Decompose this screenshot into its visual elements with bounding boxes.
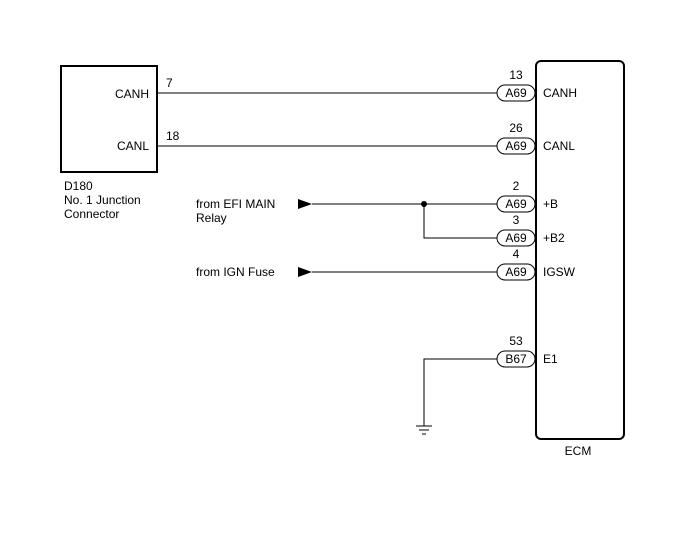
ecm-label: ECM <box>565 444 592 458</box>
terminal-signal: +B <box>543 197 558 211</box>
ecm-terminal-canh: 13 A69 CANH <box>496 68 577 102</box>
ground-icon <box>416 425 432 435</box>
terminal-connector-code: A69 <box>505 197 527 211</box>
terminal-signal: CANL <box>543 139 575 153</box>
terminal-connector-pill <box>496 350 536 368</box>
terminal-pin-number: 13 <box>509 68 523 82</box>
source-efi-line1: from EFI MAIN <box>196 197 275 211</box>
terminal-connector-pill <box>496 84 536 102</box>
terminal-connector-code: A69 <box>505 265 527 279</box>
junction-pin-label-canl: CANL <box>117 139 149 153</box>
terminal-connector-pill <box>496 263 536 281</box>
ecm-terminal-plus-b: 2 A69 +B <box>496 179 558 213</box>
junction-name-line2: Connector <box>64 207 119 221</box>
terminal-pin-number: 2 <box>513 179 520 193</box>
terminal-connector-code: B67 <box>505 352 527 366</box>
arrow-ign-icon <box>298 267 312 277</box>
terminal-pin-number: 26 <box>509 121 523 135</box>
junction-code: D180 <box>64 179 93 193</box>
terminal-pin-number: 4 <box>513 247 520 261</box>
ecm-terminal-canl: 26 A69 CANL <box>496 121 575 155</box>
terminal-signal: IGSW <box>543 265 576 279</box>
junction-connector-box <box>60 65 158 173</box>
ecm-box <box>535 60 625 440</box>
terminal-pin-number: 53 <box>509 334 523 348</box>
terminal-connector-pill <box>496 137 536 155</box>
terminal-signal: +B2 <box>543 231 565 245</box>
wire-plus-b2 <box>423 204 497 239</box>
terminal-pin-number: 3 <box>513 213 520 227</box>
ecm-terminal-e1: 53 B67 E1 <box>496 334 558 368</box>
ecm-terminal-igsw: 4 A69 IGSW <box>496 247 576 281</box>
source-efi-line2: Relay <box>196 211 227 225</box>
terminal-signal: CANH <box>543 86 577 100</box>
source-ign: from IGN Fuse <box>196 265 275 279</box>
ecm-terminal-plus-b2: 3 A69 +B2 <box>496 213 565 247</box>
junction-pin-number-canh: 7 <box>166 76 173 90</box>
terminal-connector-code: A69 <box>505 139 527 153</box>
wire-e1 <box>423 358 497 426</box>
terminal-signal: E1 <box>543 352 558 366</box>
junction-pin-label-canh: CANH <box>115 87 149 101</box>
junction-name-line1: No. 1 Junction <box>64 193 141 207</box>
junction-pin-number-canl: 18 <box>166 129 180 143</box>
terminal-connector-pill <box>496 229 536 247</box>
terminal-connector-code: A69 <box>505 86 527 100</box>
arrow-efi-icon <box>298 199 312 209</box>
terminal-connector-pill <box>496 195 536 213</box>
terminal-connector-code: A69 <box>505 231 527 245</box>
